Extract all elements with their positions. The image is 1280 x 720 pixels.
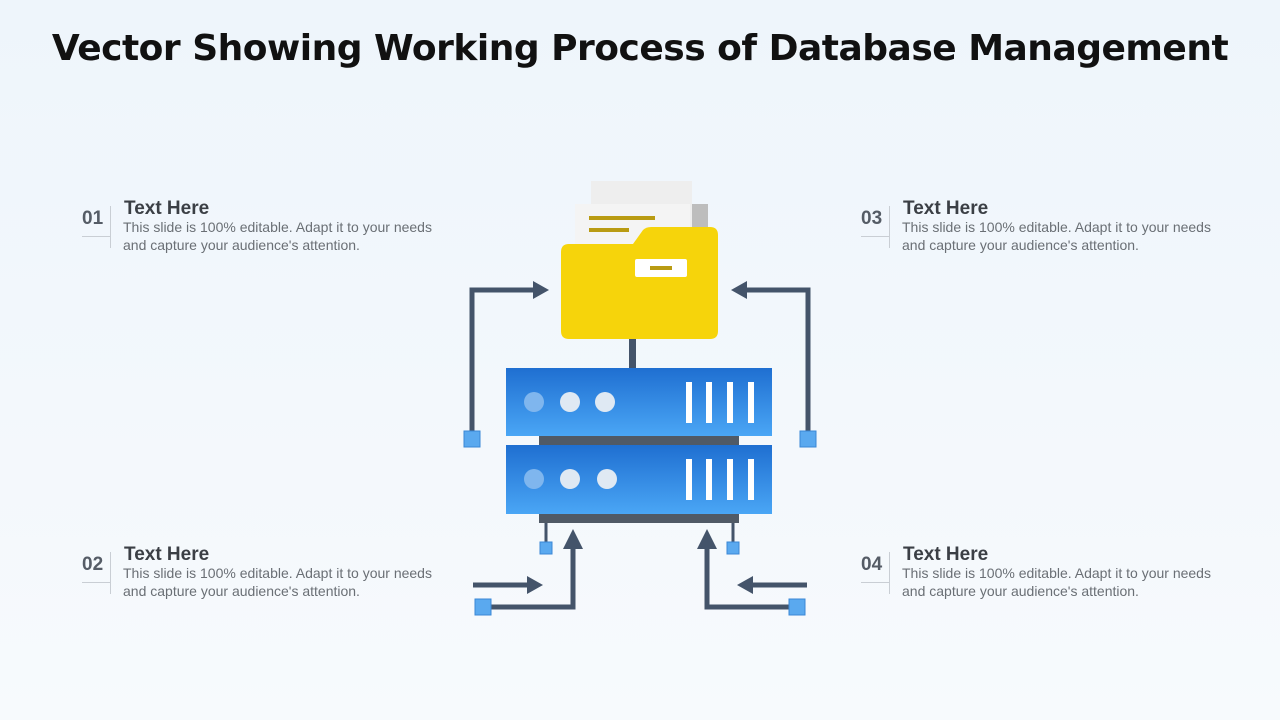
node-square-icon xyxy=(788,598,806,616)
number-divider xyxy=(889,206,890,248)
step-number: 01 xyxy=(82,208,110,237)
arrow-right-upper xyxy=(745,287,811,431)
text-block-02: 02 Text Here This slide is 100% editable… xyxy=(82,544,442,614)
node-square-icon xyxy=(539,541,553,555)
step-description: This slide is 100% editable. Adapt it to… xyxy=(123,565,432,599)
step-number: 03 xyxy=(861,208,889,237)
step-number: 04 xyxy=(861,554,889,583)
number-divider xyxy=(110,206,111,248)
number-divider xyxy=(110,552,111,594)
arrowhead-icon xyxy=(731,281,747,299)
node-square-icon xyxy=(474,598,492,616)
node-square-icon xyxy=(799,430,817,448)
arrow-right-lower xyxy=(704,545,789,610)
arrowhead-icon xyxy=(737,576,753,594)
node-square-icon xyxy=(463,430,481,448)
step-description: This slide is 100% editable. Adapt it to… xyxy=(902,565,1211,599)
folder-shape xyxy=(561,227,718,339)
number-divider xyxy=(889,552,890,594)
step-heading: Text Here xyxy=(124,198,210,219)
step-heading: Text Here xyxy=(903,544,989,565)
arrowhead-icon xyxy=(697,529,717,549)
arrowhead-icon xyxy=(563,529,583,549)
node-square-icon xyxy=(726,541,740,555)
step-number: 02 xyxy=(82,554,110,583)
step-heading: Text Here xyxy=(903,198,989,219)
step-heading: Text Here xyxy=(124,544,210,565)
server-icon xyxy=(506,368,772,523)
arrow-left-lower xyxy=(491,545,576,610)
folder-icon xyxy=(561,181,718,339)
arrowhead-icon xyxy=(533,281,549,299)
step-description: This slide is 100% editable. Adapt it to… xyxy=(123,219,432,253)
connector-line xyxy=(629,339,636,369)
arrow-left-upper xyxy=(469,287,535,431)
slide-title: Vector Showing Working Process of Databa… xyxy=(51,28,1229,69)
arrowhead-icon xyxy=(527,576,543,594)
text-block-01: 01 Text Here This slide is 100% editable… xyxy=(82,198,442,268)
step-description: This slide is 100% editable. Adapt it to… xyxy=(902,219,1211,253)
text-block-04: 04 Text Here This slide is 100% editable… xyxy=(861,544,1221,614)
text-block-03: 03 Text Here This slide is 100% editable… xyxy=(861,198,1221,268)
